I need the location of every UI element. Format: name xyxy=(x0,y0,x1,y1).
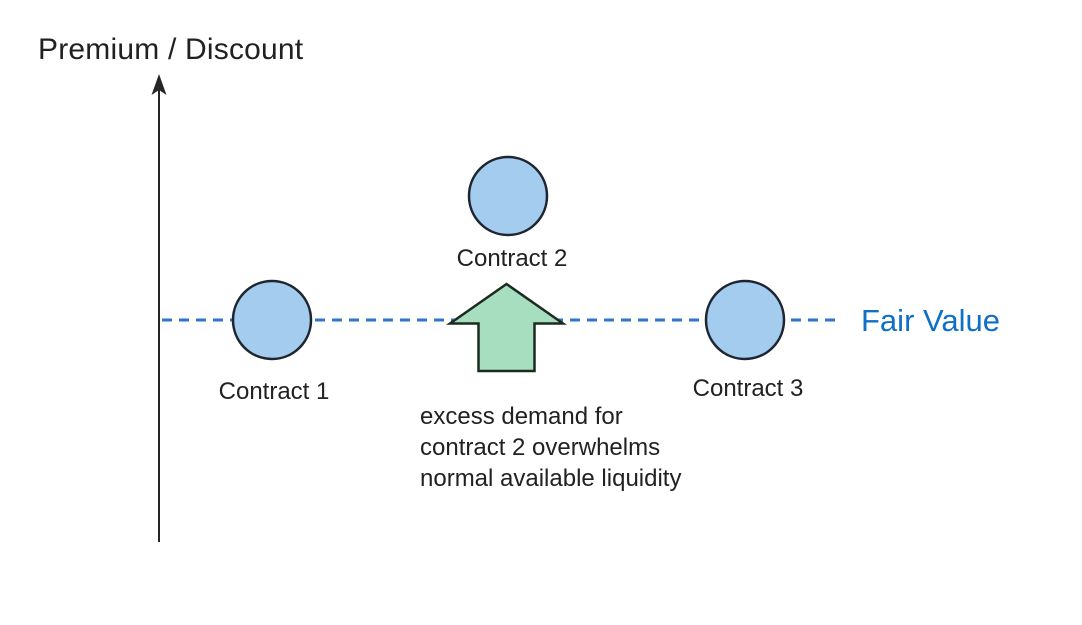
axis-arrow-up-icon xyxy=(151,74,167,95)
annotation-line-1: excess demand for xyxy=(420,403,623,430)
fair-value-label: Fair Value xyxy=(861,303,1000,338)
contract-1-label: Contract 1 xyxy=(219,378,330,405)
axis-title: Premium / Discount xyxy=(38,33,304,66)
contract-2-circle xyxy=(467,155,549,237)
contract-3-circle xyxy=(704,279,786,361)
annotation-line-2: contract 2 overwhelms xyxy=(420,434,660,461)
annotation-line-3: normal available liquidity xyxy=(420,465,681,492)
contract-2-label: Contract 2 xyxy=(457,245,568,272)
contract-1-circle xyxy=(231,279,313,361)
contract-3-label: Contract 3 xyxy=(693,375,804,402)
excess-demand-up-arrow-icon xyxy=(446,282,567,373)
